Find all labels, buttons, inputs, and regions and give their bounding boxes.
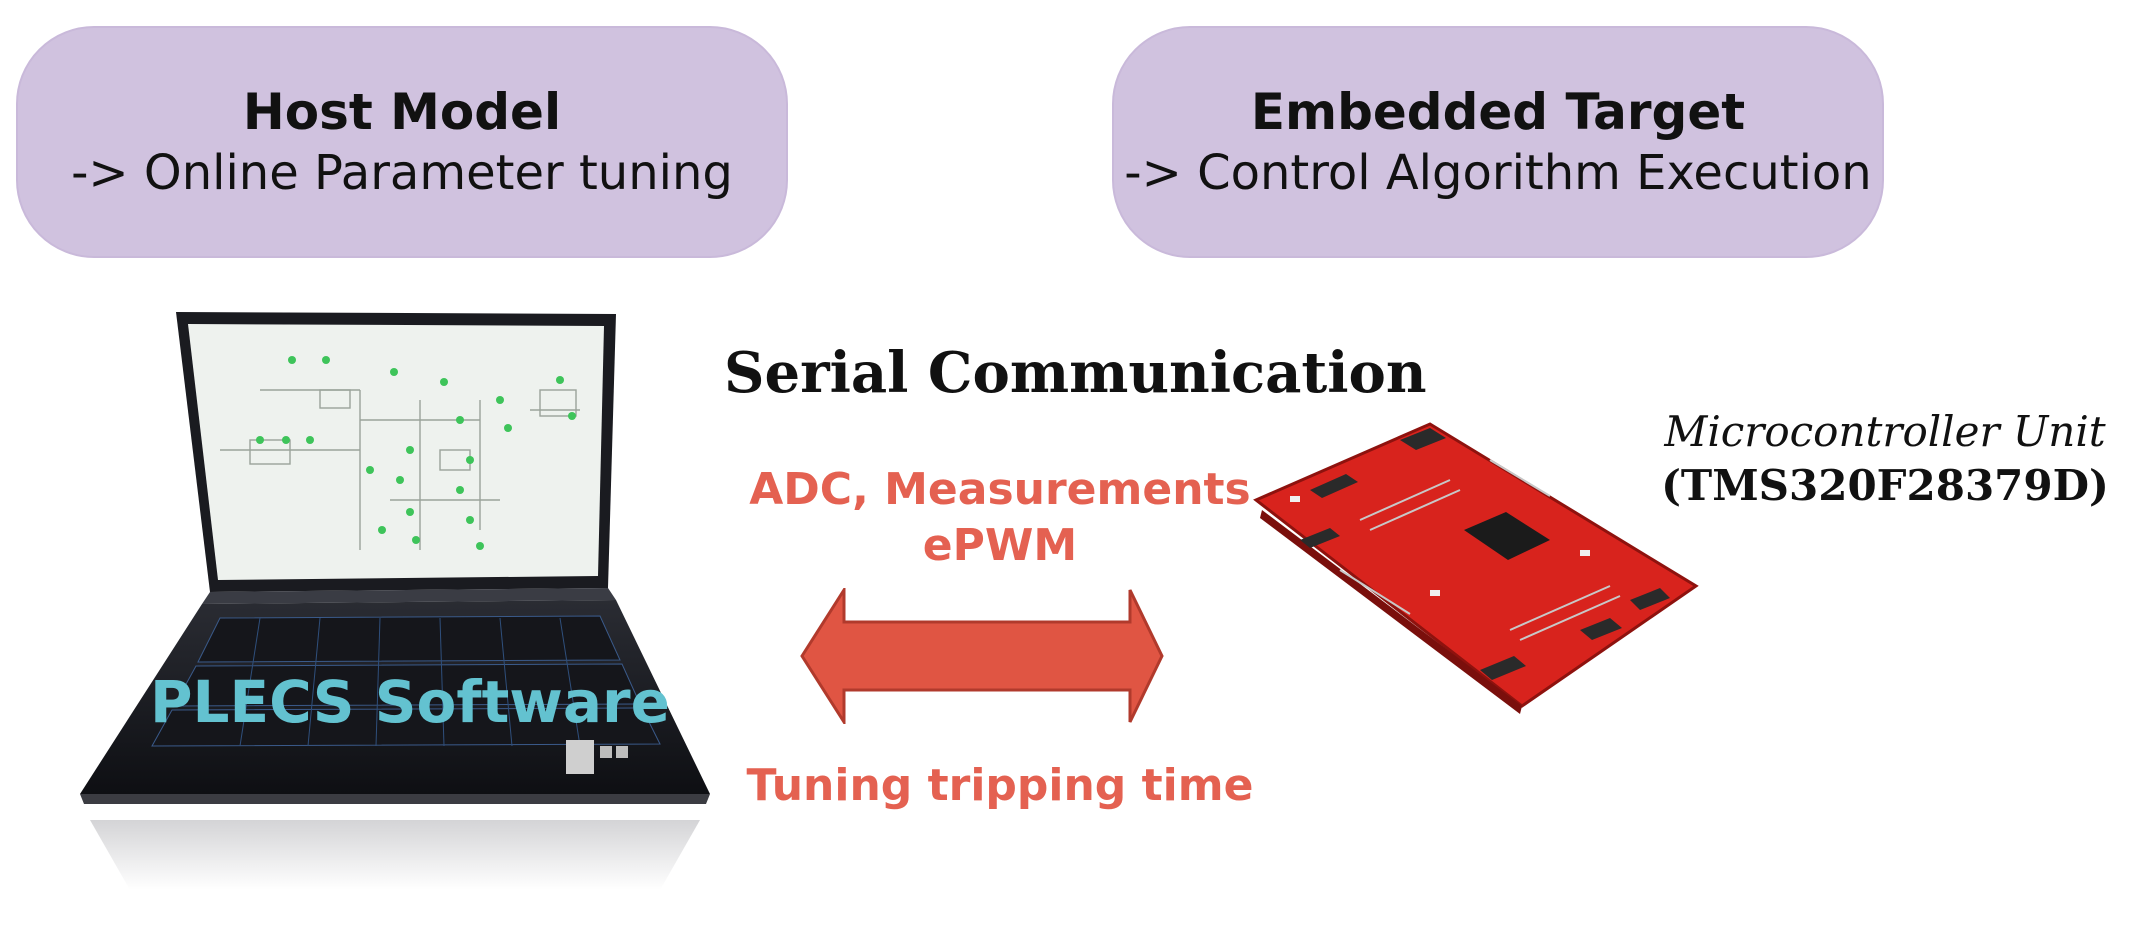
microcontroller-board-image (1253, 422, 1699, 714)
laptop-image (80, 312, 710, 890)
microcontroller-model-label: (TMS320F28379D) (1661, 461, 2109, 510)
serial-communication-title: Serial Communication (724, 340, 1427, 406)
microcontroller-unit-label: Microcontroller Unit (1664, 407, 2106, 456)
epwm-label: ePWM (922, 520, 1078, 571)
embedded-target-box: Embedded Target -> Control Algorithm Exe… (1112, 26, 1884, 258)
upper-signal-labels: ADC, Measurements ePWM (730, 462, 1270, 574)
double-arrow-icon (800, 588, 1164, 724)
host-model-title: Host Model (242, 83, 562, 141)
embedded-target-subtitle: -> Control Algorithm Execution (1124, 145, 1872, 201)
embedded-target-title: Embedded Target (1250, 83, 1746, 141)
host-model-box: Host Model -> Online Parameter tuning (16, 26, 788, 258)
microcontroller-label: Microcontroller Unit (TMS320F28379D) (1640, 405, 2130, 513)
plecs-software-label: PLECS Software (150, 668, 670, 736)
adc-measurements-label: ADC, Measurements (749, 464, 1251, 515)
host-model-subtitle: -> Online Parameter tuning (71, 145, 733, 201)
tuning-tripping-time-label: Tuning tripping time (746, 760, 1254, 811)
